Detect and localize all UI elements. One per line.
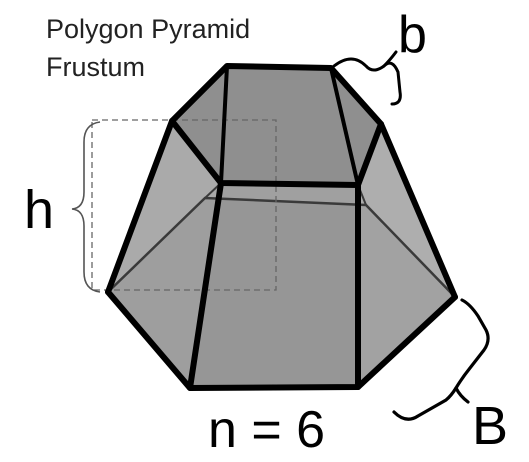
title-line-2: Frustum [46,52,145,82]
lateral-edge-back-top-right [329,66,360,187]
height-guide-box [91,119,277,291]
bottom-edge-label: B [472,396,508,456]
top-edge-brace-tip [382,50,398,68]
bottom-front-edges [105,289,458,391]
lateral-edge-1 [105,118,175,295]
sides-count-label: n = 6 [208,401,325,459]
base-hidden-edges [107,196,456,298]
lateral-edge-2 [187,180,224,391]
title-line-1: Polygon Pyramid [46,14,250,44]
lateral-edge-back-top-left [219,64,229,185]
lateral-edge-4 [378,121,458,300]
front-right-face [358,124,455,387]
bottom-edge-brace [392,298,490,421]
top-edge-label: b [398,6,427,64]
bottom-edge-brace-tip [454,386,470,404]
height-brace [71,121,101,293]
front-center-face [190,183,358,388]
height-label: h [24,180,54,240]
